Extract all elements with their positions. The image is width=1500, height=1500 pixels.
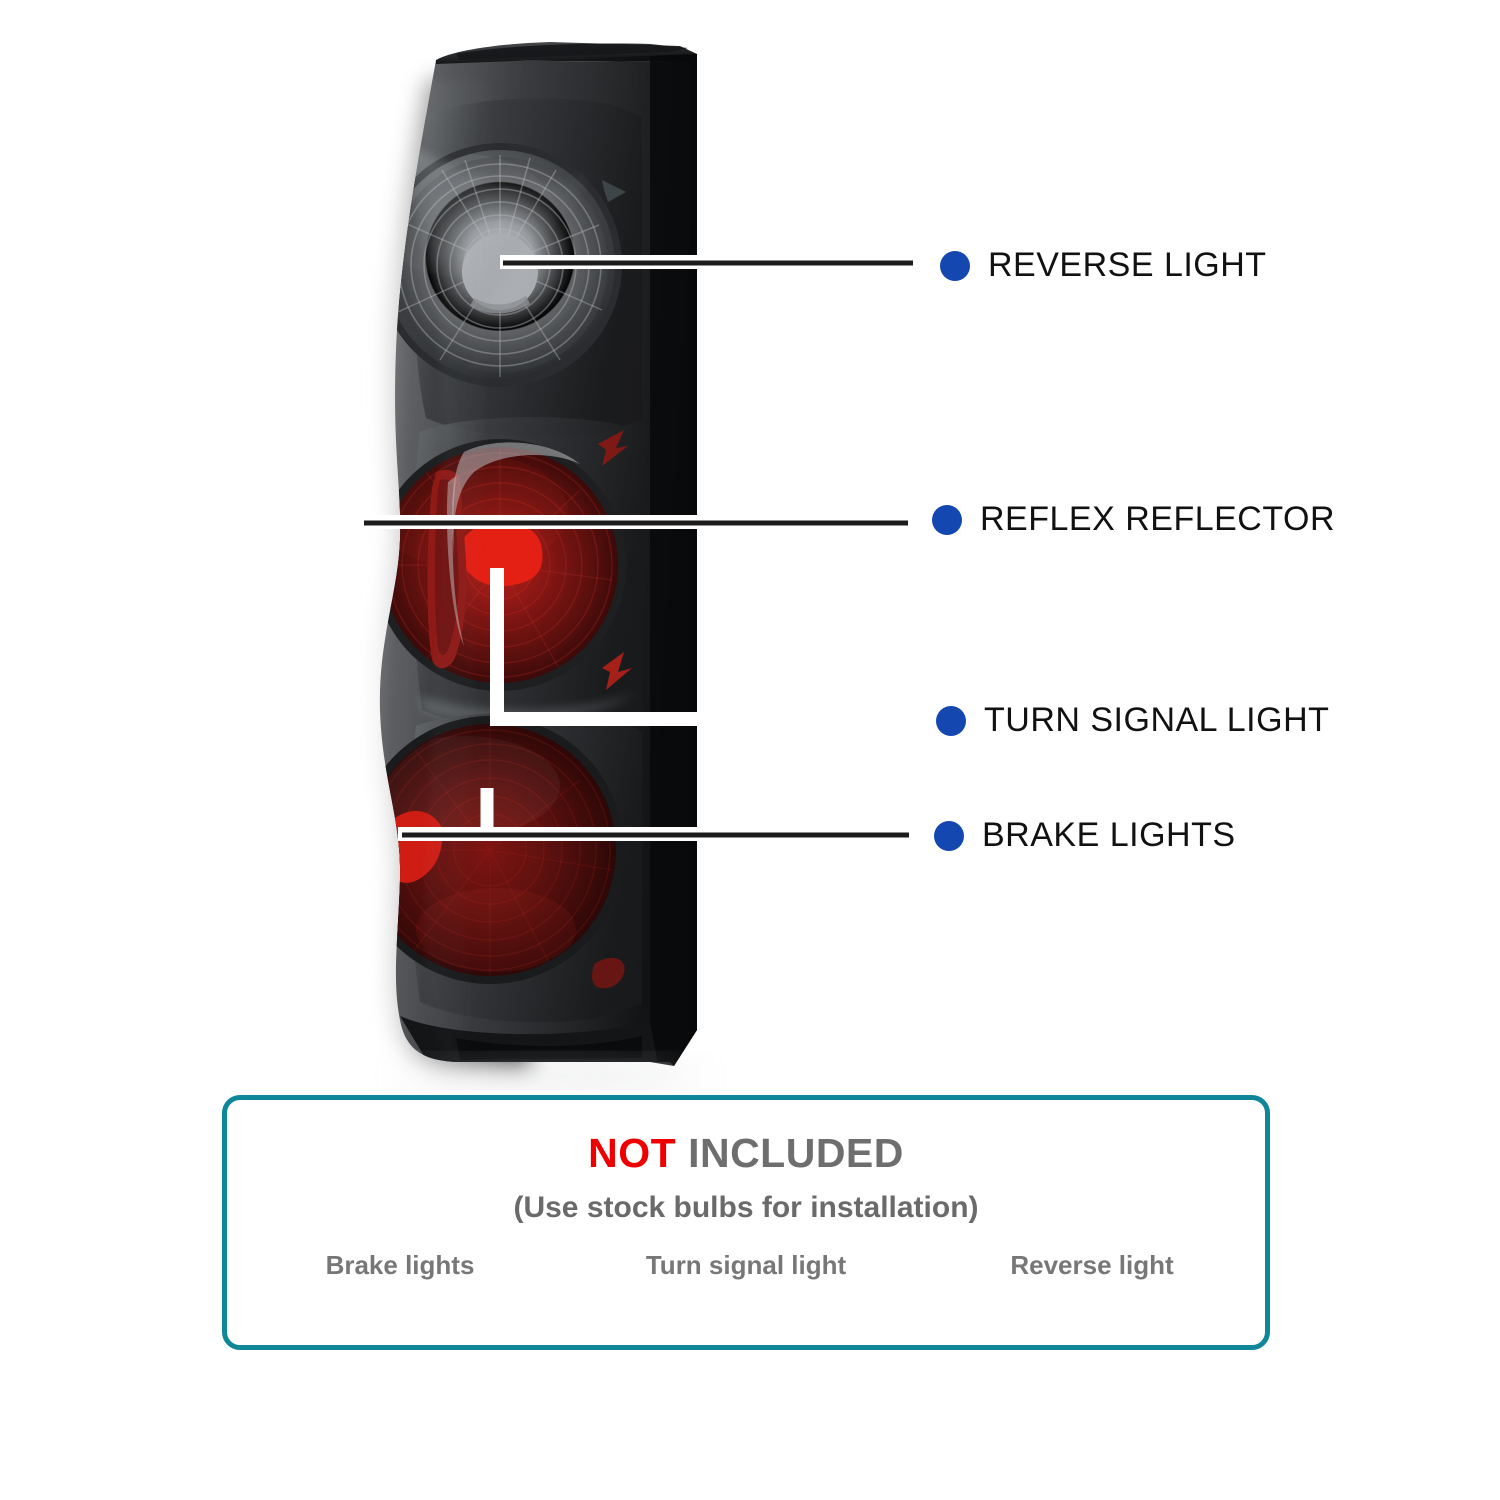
- leader-lines: [360, 255, 917, 841]
- leader-line-reflex: [360, 515, 912, 529]
- notice-title-rest: INCLUDED: [688, 1130, 904, 1176]
- callout-reverse-light: REVERSE LIGHT: [940, 246, 1267, 285]
- callout-label: BRAKE LIGHTS: [982, 816, 1236, 854]
- callout-reflex-reflector: REFLEX REFLECTOR: [932, 500, 1335, 539]
- bullet-dot-icon: [936, 705, 966, 736]
- callout-turn-signal-light: TURN SIGNAL LIGHT: [936, 701, 1329, 740]
- bullet-dot-icon: [932, 504, 962, 535]
- leader-line-brake: [398, 788, 913, 841]
- callout-brake-lights: BRAKE LIGHTS: [934, 816, 1236, 855]
- notice-subtitle: (Use stock bulbs for installation): [513, 1191, 979, 1224]
- callout-label: REVERSE LIGHT: [988, 246, 1267, 284]
- callout-label: REFLEX REFLECTOR: [980, 500, 1336, 538]
- notice-item-reverse: Reverse light: [1010, 1250, 1174, 1280]
- not-included-notice: NOT INCLUDED (Use stock bulbs for instal…: [222, 1095, 1270, 1350]
- bullet-dot-icon: [934, 820, 964, 851]
- bullet-dot-icon: [940, 250, 970, 281]
- notice-item-list: Brake lights Turn signal light Reverse l…: [227, 1250, 1265, 1281]
- notice-title: NOT INCLUDED: [227, 1130, 1265, 1177]
- callout-label: TURN SIGNAL LIGHT: [984, 701, 1330, 739]
- notice-item-turn: Turn signal light: [645, 1250, 847, 1280]
- notice-title-highlight: NOT: [588, 1130, 677, 1176]
- notice-item-brake: Brake lights: [325, 1250, 475, 1280]
- leader-line-turn: [490, 568, 915, 726]
- leader-line-reverse: [500, 255, 917, 269]
